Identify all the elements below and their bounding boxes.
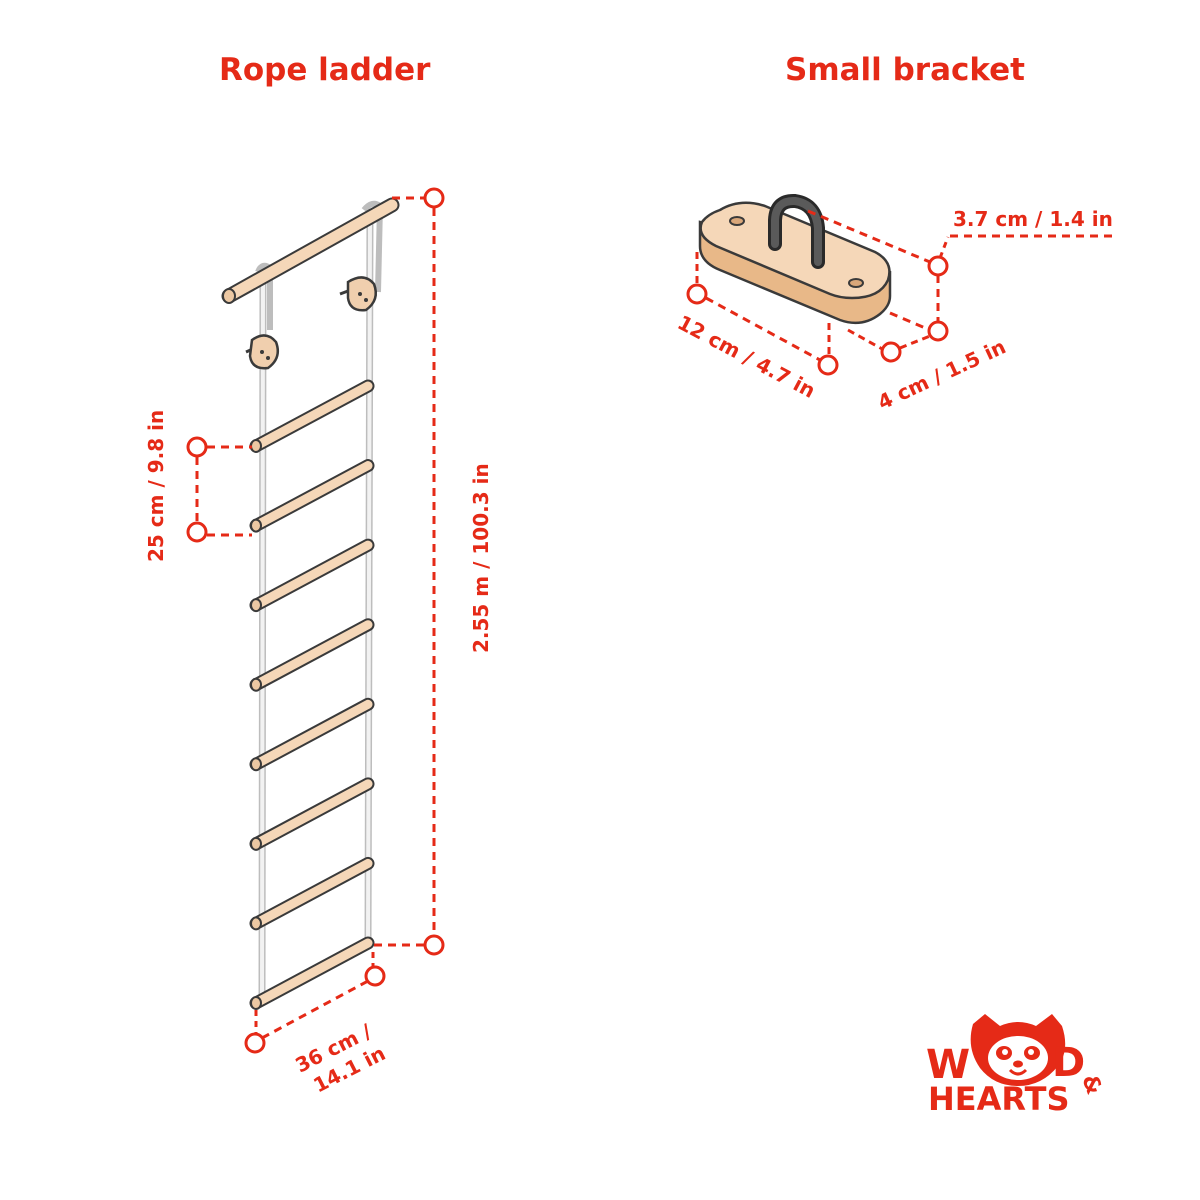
total-length-dimension xyxy=(374,187,445,956)
ladder-rung xyxy=(249,777,375,851)
small-bracket xyxy=(698,193,892,325)
rope-ladder xyxy=(221,197,400,1010)
bracket-height-label: 3.7 cm / 1.4 in xyxy=(953,207,1113,231)
ladder-rung xyxy=(249,856,375,931)
bracket-length-dimension xyxy=(686,252,839,376)
rung-spacing-dimension xyxy=(186,436,252,543)
top-bar xyxy=(221,197,400,304)
ladder-rung xyxy=(249,936,375,1010)
ladder-width-dimension xyxy=(244,952,386,1054)
ladder-rung xyxy=(249,538,375,613)
logo-text-d: D xyxy=(1052,1040,1085,1086)
rope-ladder-title: Rope ladder xyxy=(219,52,431,88)
wood-and-hearts-logo: W D & HEARTS xyxy=(926,1014,1106,1118)
rung-spacing-label: 25 cm / 9.8 in xyxy=(144,410,168,562)
bracket-top-face xyxy=(699,201,891,300)
bracket-screw-hole-left xyxy=(729,216,745,226)
small-bracket-title: Small bracket xyxy=(785,52,1025,88)
ladder-rung xyxy=(249,459,375,533)
ladder-rung xyxy=(249,618,375,692)
logo-text-hearts: HEARTS xyxy=(928,1080,1069,1118)
right-rope-inner xyxy=(366,210,372,946)
bracket-width-dimension xyxy=(847,328,931,363)
bracket-height-dimension xyxy=(807,209,1118,342)
ladder-rung xyxy=(249,697,375,772)
ladder-rungs xyxy=(249,379,375,1010)
red-panda-icon xyxy=(970,1014,1066,1086)
bracket-screw-hole-right xyxy=(848,278,864,288)
left-rope-inner xyxy=(260,270,265,1004)
right-rope-adjuster xyxy=(339,276,377,312)
logo-text-w: W xyxy=(926,1042,970,1088)
left-rope-adjuster xyxy=(245,334,279,370)
bracket-length-label: 12 cm / 4.7 in xyxy=(674,310,820,403)
total-length-label: 2.55 m / 100.3 in xyxy=(469,463,493,653)
ladder-rung xyxy=(249,379,375,453)
